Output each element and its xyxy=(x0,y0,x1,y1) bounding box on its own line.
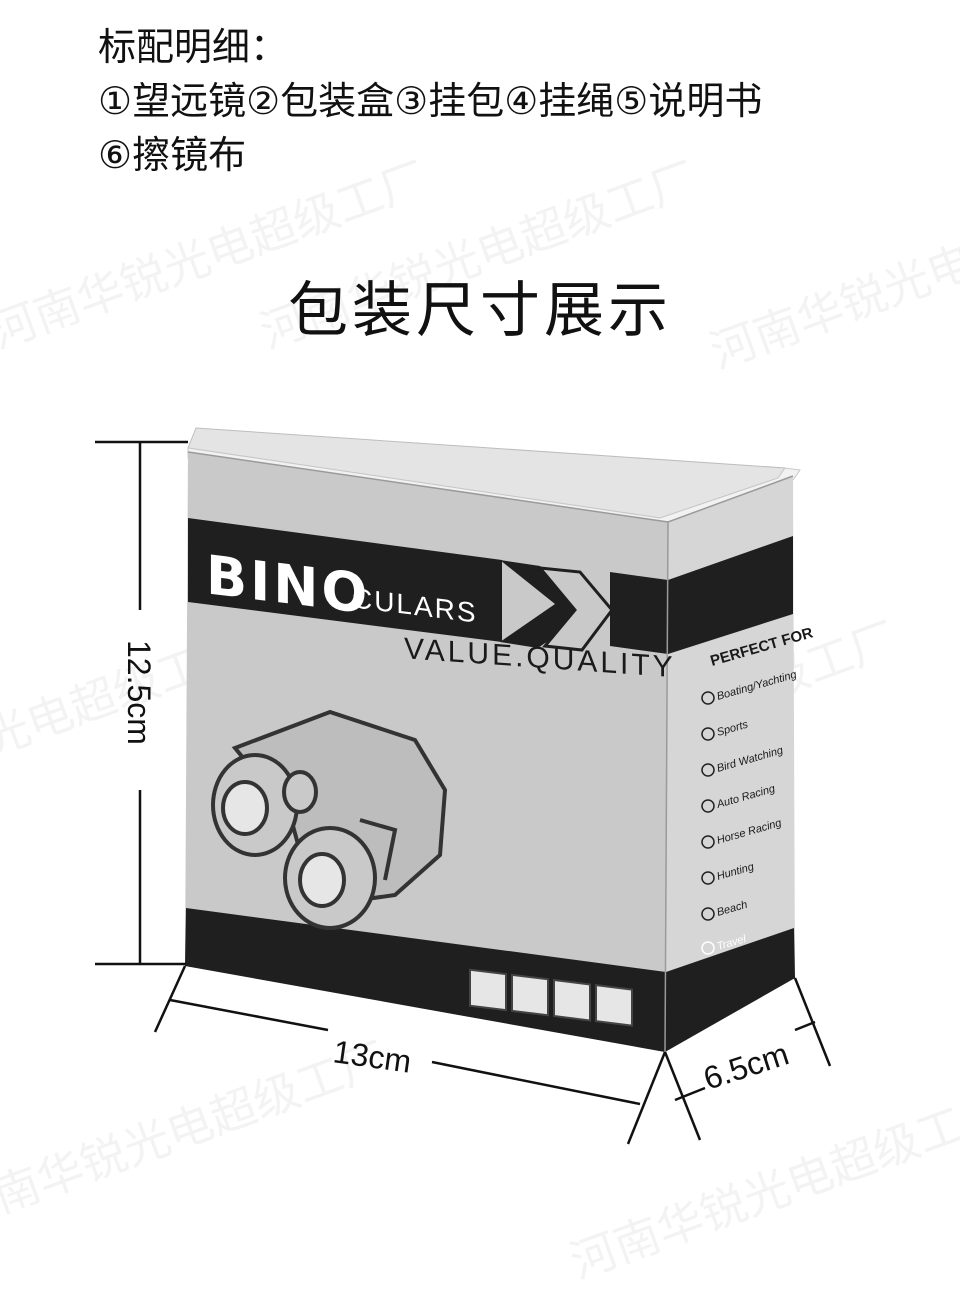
chevron-arrow-icon xyxy=(500,560,595,648)
section-title: 包装尺寸展示 xyxy=(288,276,672,346)
width-dimension xyxy=(153,965,667,1145)
side-band-top xyxy=(668,536,793,654)
beach-icon xyxy=(595,984,633,1027)
chevron-arrow-icon xyxy=(536,566,614,652)
contents-list-line-1: ①望远镜②包装盒③挂包④挂绳⑤说明书 xyxy=(98,79,763,123)
height-label: 12.5cm xyxy=(121,640,157,745)
brand-band xyxy=(188,518,502,642)
sports-icon xyxy=(553,978,591,1022)
travel-icon xyxy=(701,941,715,955)
sports-icon xyxy=(701,727,715,741)
package-contents: 标配明细： ①望远镜②包装盒③挂包④挂绳⑤说明书 ⑥擦镜布 xyxy=(98,20,938,182)
width-label: 13cm xyxy=(331,1033,413,1080)
hunting-icon xyxy=(701,871,715,885)
hiking-icon xyxy=(469,968,507,1012)
brand-band-right xyxy=(610,572,668,654)
side-band-bottom xyxy=(665,928,795,1052)
depth-label: 6.5cm xyxy=(699,1035,793,1096)
bird-icon xyxy=(511,973,549,1017)
activity-icons xyxy=(469,968,633,1027)
depth-dimension xyxy=(663,977,832,1141)
binoculars-icon xyxy=(211,709,448,930)
boating-icon xyxy=(701,691,715,705)
auto-racing-icon xyxy=(701,799,715,813)
contents-heading: 标配明细： xyxy=(98,25,289,69)
beach-icon xyxy=(701,907,715,921)
contents-list-line-2: ⑥擦镜布 xyxy=(98,133,247,177)
horse-racing-icon xyxy=(701,835,715,849)
bird-watching-icon xyxy=(701,763,715,777)
height-dimension xyxy=(95,440,188,966)
